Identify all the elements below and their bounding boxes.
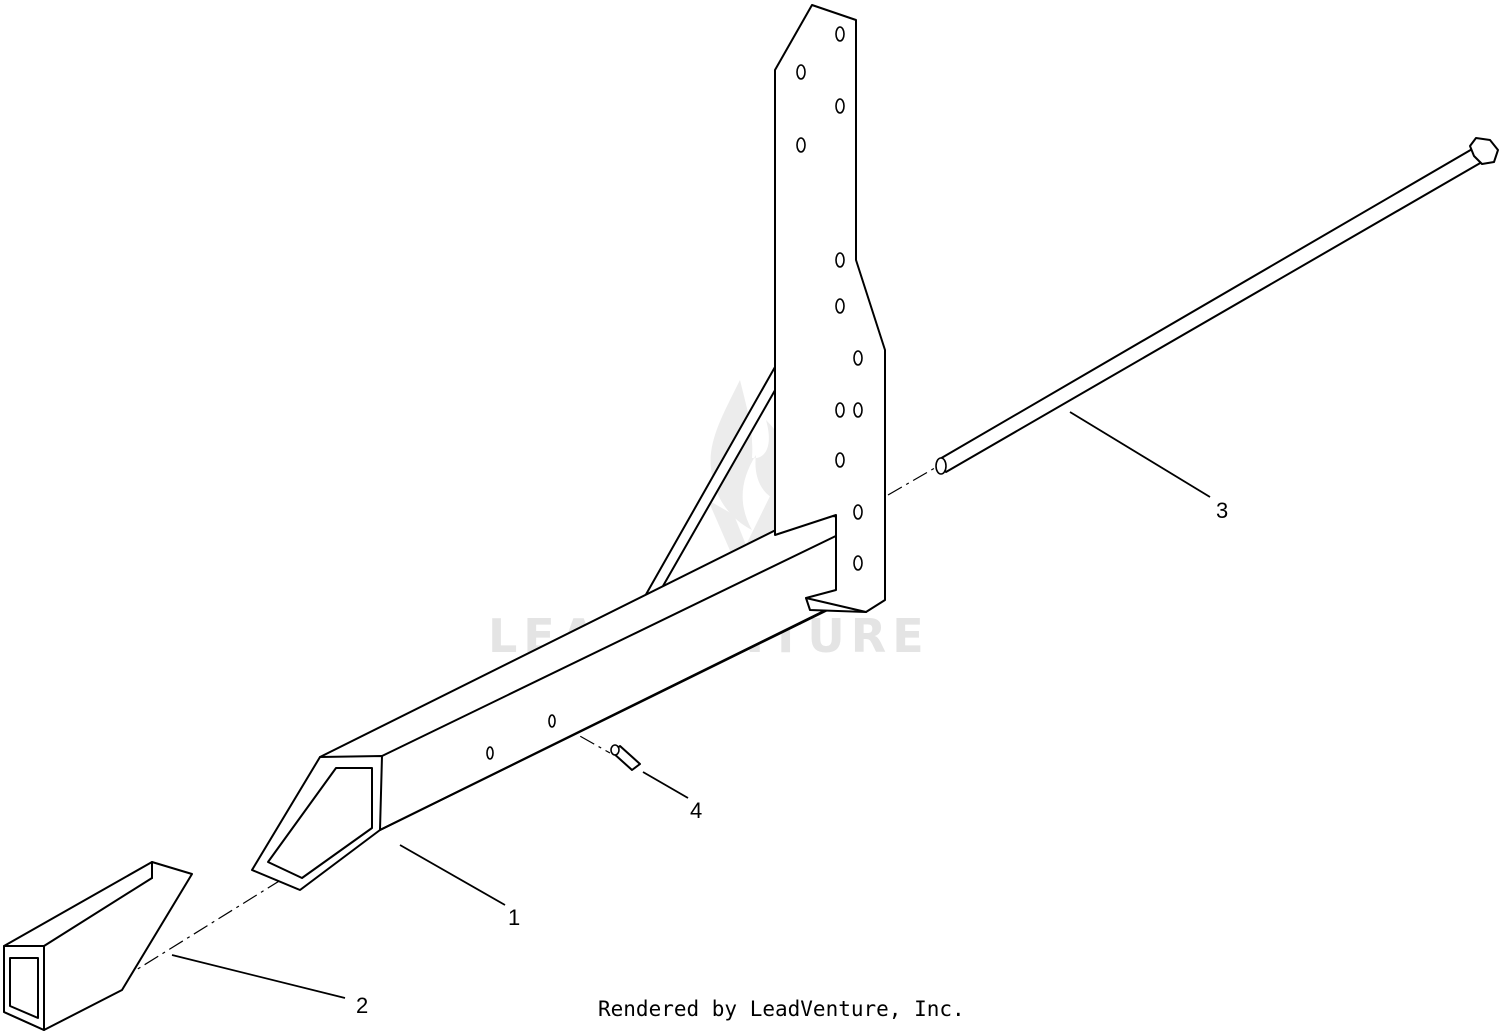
bracket-hole [853,555,863,571]
rod-hex-head [1469,137,1499,165]
tube-cut-end [251,755,383,891]
tube-hole [548,714,556,728]
leader-line-1 [399,844,506,906]
part-4-roll-pin [610,744,641,771]
callout-3: 3 [1216,498,1228,523]
rod-end [935,457,947,475]
bracket-hole [835,298,845,314]
part-2-square-insert [3,861,193,1031]
leader-line-2 [171,954,346,999]
bracket-hole [835,98,845,114]
rod-shaft [937,147,1483,473]
insert-end-face [3,945,45,1031]
tube-hole [486,746,494,760]
bracket-hole [835,452,845,468]
part-3-rod [935,137,1499,475]
bracket-hole [835,26,845,42]
footer-credit: Rendered by LeadVenture, Inc. [598,997,965,1021]
bracket-hole [853,402,863,418]
bracket-hole [835,252,845,268]
callout-2: 2 [356,993,368,1018]
bracket-hole [853,350,863,366]
bracket-holes [796,26,863,571]
tube-body [319,512,841,831]
bracket-hole [796,137,806,153]
leader-line-4 [642,771,689,799]
center-line-rod [887,464,941,496]
bracket-hole [835,402,845,418]
callout-4: 4 [690,798,702,823]
bracket-hole [853,504,863,520]
callout-1: 1 [508,905,520,930]
leader-line-3 [1069,411,1211,498]
part-1-tube-bracket [251,4,886,891]
bracket-hole [796,64,806,80]
